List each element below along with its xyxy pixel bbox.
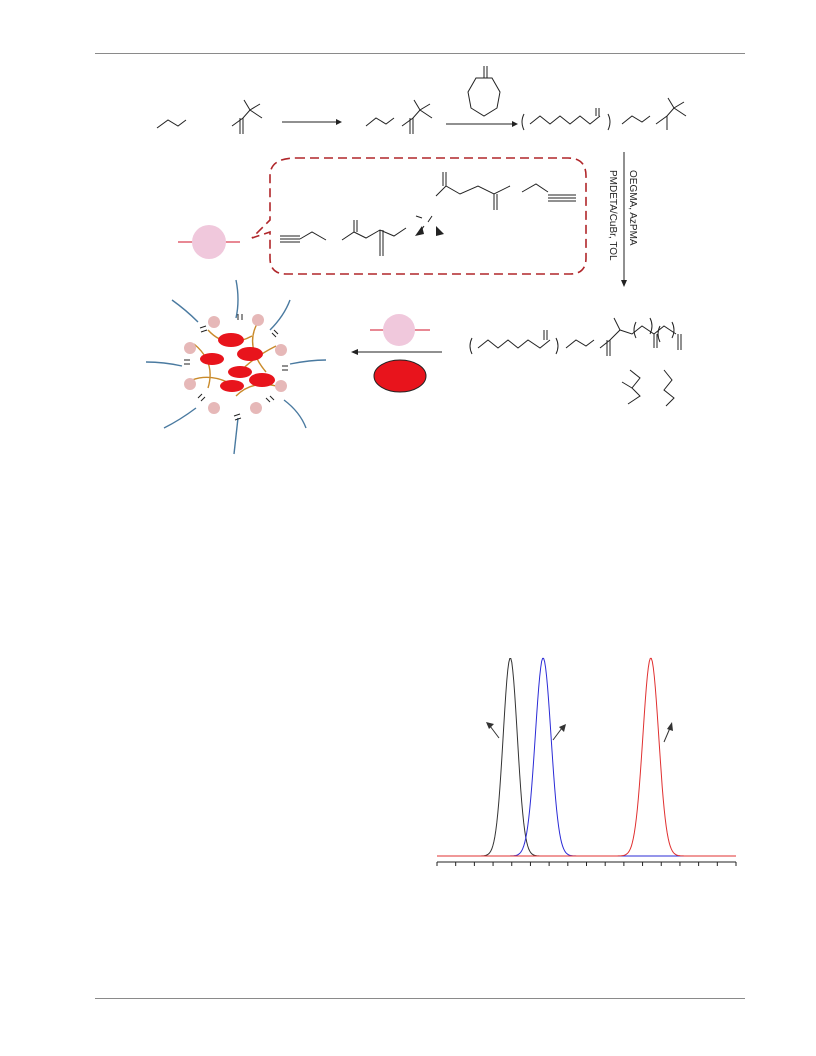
gpc-trace-3	[437, 657, 736, 857]
graft-copolymer-structure	[469, 317, 682, 407]
pcl-macroinitiator	[521, 97, 687, 131]
gpc-trace-1	[437, 658, 736, 857]
gpc-trace-2	[437, 657, 736, 857]
peak-arrow-black	[486, 722, 500, 739]
crosslinker-molecule	[280, 172, 576, 256]
wedge-bond-left	[415, 226, 424, 236]
caprolactone-ring	[467, 66, 501, 117]
arrow-step-2	[446, 121, 518, 127]
gpc-series-group	[437, 657, 736, 857]
crosslinker-reagent-symbol	[370, 314, 430, 346]
nanoparticle-drug-payload	[200, 333, 275, 392]
initiator-molecule	[156, 99, 263, 134]
crosslinker-callout-box	[251, 157, 587, 275]
arrow-step-4	[351, 349, 442, 355]
catalyst-solvent-label: PMDETA/CuBr, TOL	[607, 170, 618, 261]
arrow-step-1	[282, 119, 342, 125]
footer-rule	[95, 998, 745, 999]
nanoparticle-shell-chains	[145, 279, 327, 455]
x-axis-ticks	[436, 862, 737, 866]
crosslinked-nanoparticle	[145, 279, 327, 455]
peak-arrow-red	[663, 722, 673, 743]
header-rule	[95, 53, 745, 54]
macroinitiator-molecule	[365, 99, 433, 134]
nanoparticle-crosslink-beads	[184, 314, 287, 414]
peak-arrow-blue	[552, 724, 566, 741]
nanoparticle-bond-marks	[184, 314, 288, 421]
drug-reagent-symbol	[373, 359, 427, 393]
crosslinker-symbol	[178, 225, 240, 259]
wedge-bond-right	[436, 226, 444, 236]
arrow-step-3	[621, 152, 627, 287]
reaction-conditions-label: OEGMA, AzPMA	[627, 170, 638, 246]
synthesis-scheme: OEGMA, AzPMA PMDETA/CuBr, TOL	[145, 66, 687, 455]
